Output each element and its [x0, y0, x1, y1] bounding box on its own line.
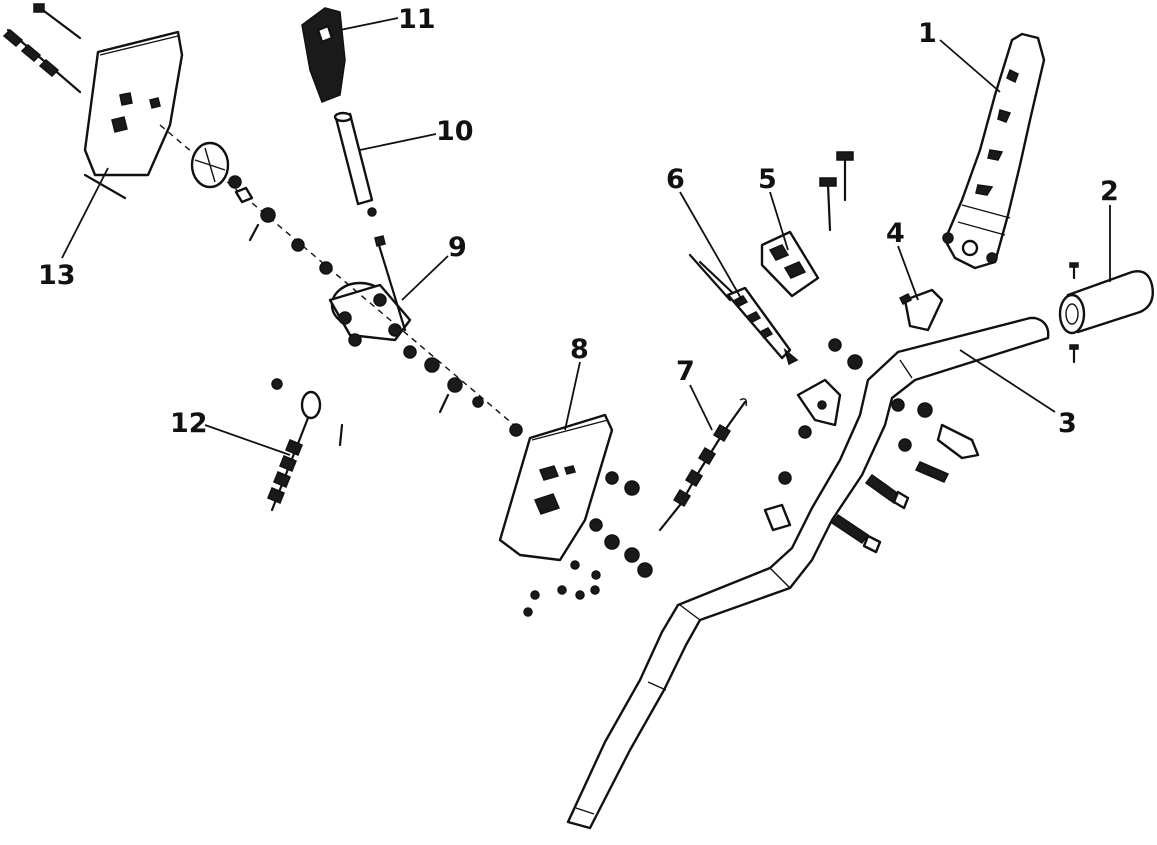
callout-1: 1	[918, 18, 937, 49]
callout-5: 5	[758, 164, 777, 195]
callout-7: 7	[676, 356, 695, 387]
leader-8	[564, 361, 581, 431]
callout-6: 6	[666, 164, 685, 195]
part-12-eyebolt-spring	[267, 378, 344, 512]
leader-9	[401, 255, 449, 301]
leader-12	[204, 424, 291, 456]
leader-5	[769, 191, 789, 251]
part-9-lever-mechanism	[328, 235, 412, 347]
leader-1	[939, 39, 1001, 93]
part-2-grip-sleeve	[1058, 262, 1154, 364]
part-8-mounting-bracket	[498, 413, 653, 617]
part-10-lever-shaft	[333, 111, 377, 217]
leader-13	[61, 167, 109, 259]
leader-10	[359, 133, 437, 151]
callout-3: 3	[1058, 408, 1077, 439]
part-3-handle-tube	[566, 316, 1050, 830]
leader-7	[689, 384, 713, 431]
callout-4: 4	[886, 218, 905, 249]
callout-12: 12	[170, 408, 208, 439]
callout-10: 10	[436, 116, 474, 147]
leader-11	[339, 17, 399, 31]
part-7-spring-cable	[658, 398, 748, 532]
callout-13: 13	[38, 260, 76, 291]
callout-labels: 1 2 3 4 5 6 7 8 9 10 11 12 13	[38, 4, 1119, 439]
exploded-hardware-chain	[159, 124, 523, 437]
leader-3	[959, 349, 1056, 413]
part-13-side-plate	[2, 3, 184, 200]
leader-lines	[61, 17, 1111, 456]
part-5-switch-block	[760, 151, 854, 298]
callout-9: 9	[448, 232, 467, 263]
handle-hardware-cluster	[763, 338, 980, 554]
callout-11: 11	[398, 4, 436, 35]
leader-4	[897, 245, 919, 301]
part-6-cable-end	[688, 253, 799, 366]
leader-6	[679, 191, 743, 301]
part-4-latch-clip	[898, 288, 944, 332]
callout-2: 2	[1100, 176, 1119, 207]
part-11-lever-knob	[301, 7, 346, 103]
part-1-column-tube	[942, 32, 1046, 270]
callout-8: 8	[570, 334, 589, 365]
